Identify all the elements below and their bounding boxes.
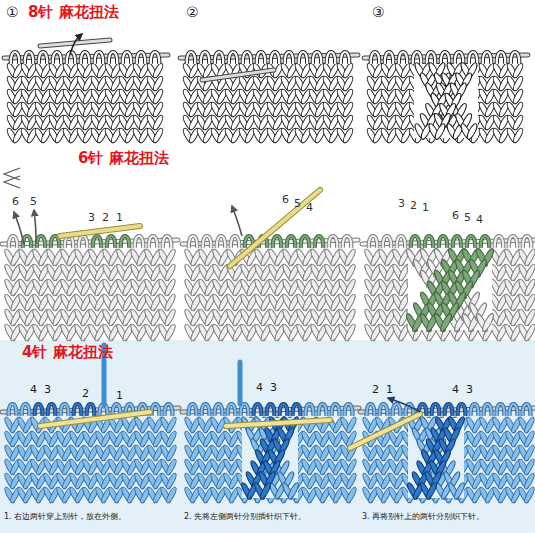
knitting-needle bbox=[202, 70, 274, 80]
direction-arrow bbox=[14, 212, 24, 244]
cable-strand bbox=[433, 247, 496, 332]
knitting-needle bbox=[2, 240, 178, 244]
needle-loops bbox=[189, 236, 352, 248]
callout-number: 1 bbox=[386, 384, 393, 397]
direction-arrow bbox=[34, 210, 36, 244]
callout-number: 3 bbox=[44, 384, 51, 397]
callout-number: 2 bbox=[82, 388, 89, 401]
direction-arrow bbox=[70, 34, 82, 54]
callout-number: 4 bbox=[306, 202, 313, 215]
cable-strand bbox=[419, 247, 482, 332]
cable-strand bbox=[253, 416, 300, 501]
callout-number: 5 bbox=[464, 212, 471, 225]
callout-number: 2 bbox=[410, 200, 417, 213]
callout-number: 6 bbox=[452, 210, 459, 223]
knitting-needle bbox=[350, 414, 420, 448]
cable-strand bbox=[427, 62, 478, 141]
cable-strand bbox=[419, 416, 466, 501]
knit-fabric bbox=[3, 416, 177, 504]
blue-ground bbox=[0, 340, 535, 533]
needle-loops bbox=[9, 236, 172, 248]
callout-number: 3 bbox=[270, 382, 277, 395]
step-number: ③ bbox=[372, 4, 385, 20]
step-number: ① bbox=[6, 4, 19, 20]
cable-strand bbox=[405, 247, 468, 332]
step-number: ② bbox=[186, 4, 199, 20]
knitting-needle bbox=[60, 226, 140, 236]
callout-number: 5 bbox=[294, 198, 301, 211]
callout-number: 4 bbox=[30, 384, 37, 397]
knit-fabric bbox=[3, 248, 177, 342]
knitting-needle bbox=[182, 240, 358, 244]
cable-ground bbox=[414, 64, 478, 138]
callout-number: 5 bbox=[30, 196, 37, 209]
chevron-symbol bbox=[4, 168, 20, 188]
knit-fabric bbox=[182, 62, 355, 144]
callout-number: 3 bbox=[398, 198, 405, 211]
working-yarn bbox=[238, 362, 243, 404]
step-caption: 2. 先将左侧两针分别插针织下针。 bbox=[184, 512, 306, 521]
needle-loops bbox=[189, 404, 353, 416]
callout-number: 4 bbox=[452, 384, 459, 397]
needle-loops bbox=[371, 52, 520, 64]
knit-fabric bbox=[183, 416, 357, 504]
step-caption: 1. 右边两针穿上别针，放在外侧。 bbox=[4, 512, 126, 521]
callout-number: 4 bbox=[476, 214, 483, 227]
callout-number: 4 bbox=[256, 382, 263, 395]
section-heading: 6针 麻花扭法 bbox=[78, 150, 169, 167]
knit-fabric bbox=[363, 248, 535, 342]
needle-loops bbox=[367, 404, 531, 416]
callout-number: 6 bbox=[12, 196, 19, 209]
knitting-needle bbox=[40, 412, 150, 426]
section-heading: 4针 麻花扭法 bbox=[22, 344, 113, 361]
needle-loops bbox=[187, 52, 350, 64]
direction-arrow bbox=[388, 398, 420, 412]
knit-fabric bbox=[6, 62, 165, 144]
callout-number: 1 bbox=[422, 202, 429, 215]
callout-number: 2 bbox=[372, 384, 379, 397]
direction-arrow bbox=[232, 206, 242, 236]
callout-number: 2 bbox=[102, 212, 109, 225]
callout-number: 3 bbox=[466, 384, 473, 397]
step-caption: 3. 再将别针上的两针分别织下针。 bbox=[362, 512, 484, 521]
knitting-needle bbox=[226, 420, 330, 426]
knitting-needle bbox=[230, 190, 320, 266]
knit-fabric bbox=[183, 248, 357, 342]
section-heading: 8针 麻花扭法 bbox=[28, 4, 119, 21]
cable-strand bbox=[419, 247, 482, 332]
callout-number: 6 bbox=[282, 194, 289, 207]
cable-strand bbox=[427, 62, 478, 141]
cable-strand bbox=[419, 416, 466, 501]
knit-fabric bbox=[366, 62, 525, 144]
needle-loops bbox=[369, 236, 532, 248]
cable-strand bbox=[433, 247, 496, 332]
needle-loops bbox=[11, 52, 160, 64]
callout-number: 3 bbox=[88, 212, 95, 225]
callout-number: 1 bbox=[116, 390, 123, 403]
cable-strand bbox=[253, 416, 300, 501]
cable-strand bbox=[405, 247, 468, 332]
callout-number: 1 bbox=[116, 212, 123, 225]
